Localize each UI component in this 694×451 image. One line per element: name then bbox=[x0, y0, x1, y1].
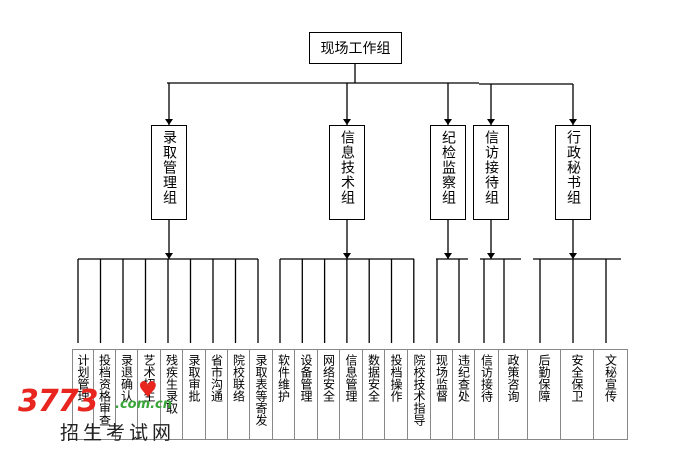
arrow-down-icon bbox=[569, 253, 577, 259]
leaf-node: 信息管理 bbox=[339, 349, 363, 440]
leaf-label: 现场监督 bbox=[434, 354, 449, 402]
leaf-node: 信访接待 bbox=[474, 349, 499, 440]
leaf-label: 安全保卫 bbox=[570, 354, 584, 402]
leaf-node: 院校技术指导 bbox=[407, 349, 431, 440]
group-node: 纪检监察组 bbox=[430, 125, 466, 220]
leaf-label: 计划管理 bbox=[76, 354, 90, 402]
root-node: 现场工作组 bbox=[309, 32, 402, 64]
leaf-node: 录取表等寄发 bbox=[249, 349, 273, 440]
leaf-label: 录取表等寄发 bbox=[254, 354, 268, 426]
arrow-down-icon bbox=[165, 253, 173, 259]
leaf-node: 数据安全 bbox=[362, 349, 385, 440]
group-label: 录取管理组 bbox=[161, 130, 177, 205]
arrow-down-icon bbox=[444, 253, 452, 259]
group-node: 信访接待组 bbox=[473, 125, 509, 220]
leaf-label: 违纪查处 bbox=[456, 354, 471, 402]
group-label: 信访接待组 bbox=[483, 130, 499, 205]
leaf-label: 省市沟通 bbox=[209, 354, 224, 402]
leaf-node: 后勤保障 bbox=[527, 349, 561, 440]
leaf-node: 违纪查处 bbox=[452, 349, 475, 440]
leaf-label: 政策咨询 bbox=[506, 354, 520, 402]
arrow-down-icon bbox=[343, 119, 351, 125]
leaf-node: 现场监督 bbox=[430, 349, 453, 440]
leaf-label: 软件维护 bbox=[276, 354, 291, 402]
leaf-label: 录退确认 bbox=[119, 354, 134, 402]
arrow-down-icon bbox=[444, 119, 452, 125]
group-label: 行政秘书组 bbox=[565, 130, 581, 205]
root-label: 现场工作组 bbox=[320, 41, 391, 57]
leaf-label: 院校联络 bbox=[231, 354, 246, 402]
leaf-node: 安全保卫 bbox=[560, 349, 594, 440]
leaf-label: 录取审批 bbox=[187, 354, 201, 402]
leaf-label: 院校技术指导 bbox=[412, 354, 426, 426]
leaf-label: 设备管理 bbox=[299, 354, 313, 402]
leaf-node: 院校联络 bbox=[227, 349, 250, 440]
arrow-down-icon bbox=[569, 119, 577, 125]
arrow-down-icon bbox=[343, 253, 351, 259]
leaf-label: 数据安全 bbox=[366, 354, 381, 402]
arrow-down-icon bbox=[165, 119, 173, 125]
leaf-node: 文秘宣传 bbox=[593, 349, 628, 440]
leaf-node: 投档资格审查 bbox=[93, 349, 116, 440]
leaf-node: 计划管理 bbox=[72, 349, 94, 440]
leaf-label: 艺术招生 bbox=[142, 354, 156, 402]
leaf-node: 艺术招生 bbox=[137, 349, 161, 440]
leaf-label: 残疾生录取 bbox=[164, 354, 179, 414]
leaf-label: 文秘宣传 bbox=[603, 354, 618, 402]
leaf-node: 录退确认 bbox=[115, 349, 138, 440]
arrow-down-icon bbox=[487, 119, 495, 125]
leaf-label: 投档操作 bbox=[389, 354, 403, 402]
leaf-node: 残疾生录取 bbox=[160, 349, 183, 440]
leaf-node: 省市沟通 bbox=[205, 349, 228, 440]
leaf-node: 投档操作 bbox=[384, 349, 408, 440]
arrow-down-icon bbox=[487, 253, 495, 259]
leaf-node: 网络安全 bbox=[317, 349, 340, 440]
group-node: 信息技术组 bbox=[329, 125, 365, 220]
leaf-label: 信息管理 bbox=[344, 354, 358, 402]
group-label: 信息技术组 bbox=[339, 130, 355, 205]
group-node: 录取管理组 bbox=[151, 125, 187, 220]
leaf-node: 设备管理 bbox=[294, 349, 318, 440]
group-label: 纪检监察组 bbox=[440, 130, 456, 205]
leaf-label: 投档资格审查 bbox=[97, 354, 112, 426]
leaf-node: 政策咨询 bbox=[498, 349, 528, 440]
leaf-label: 后勤保障 bbox=[537, 354, 551, 402]
leaf-node: 软件维护 bbox=[272, 349, 295, 440]
leaf-label: 网络安全 bbox=[321, 354, 336, 402]
leaf-label: 信访接待 bbox=[479, 354, 494, 402]
leaf-node: 录取审批 bbox=[182, 349, 206, 440]
group-node: 行政秘书组 bbox=[555, 125, 591, 220]
